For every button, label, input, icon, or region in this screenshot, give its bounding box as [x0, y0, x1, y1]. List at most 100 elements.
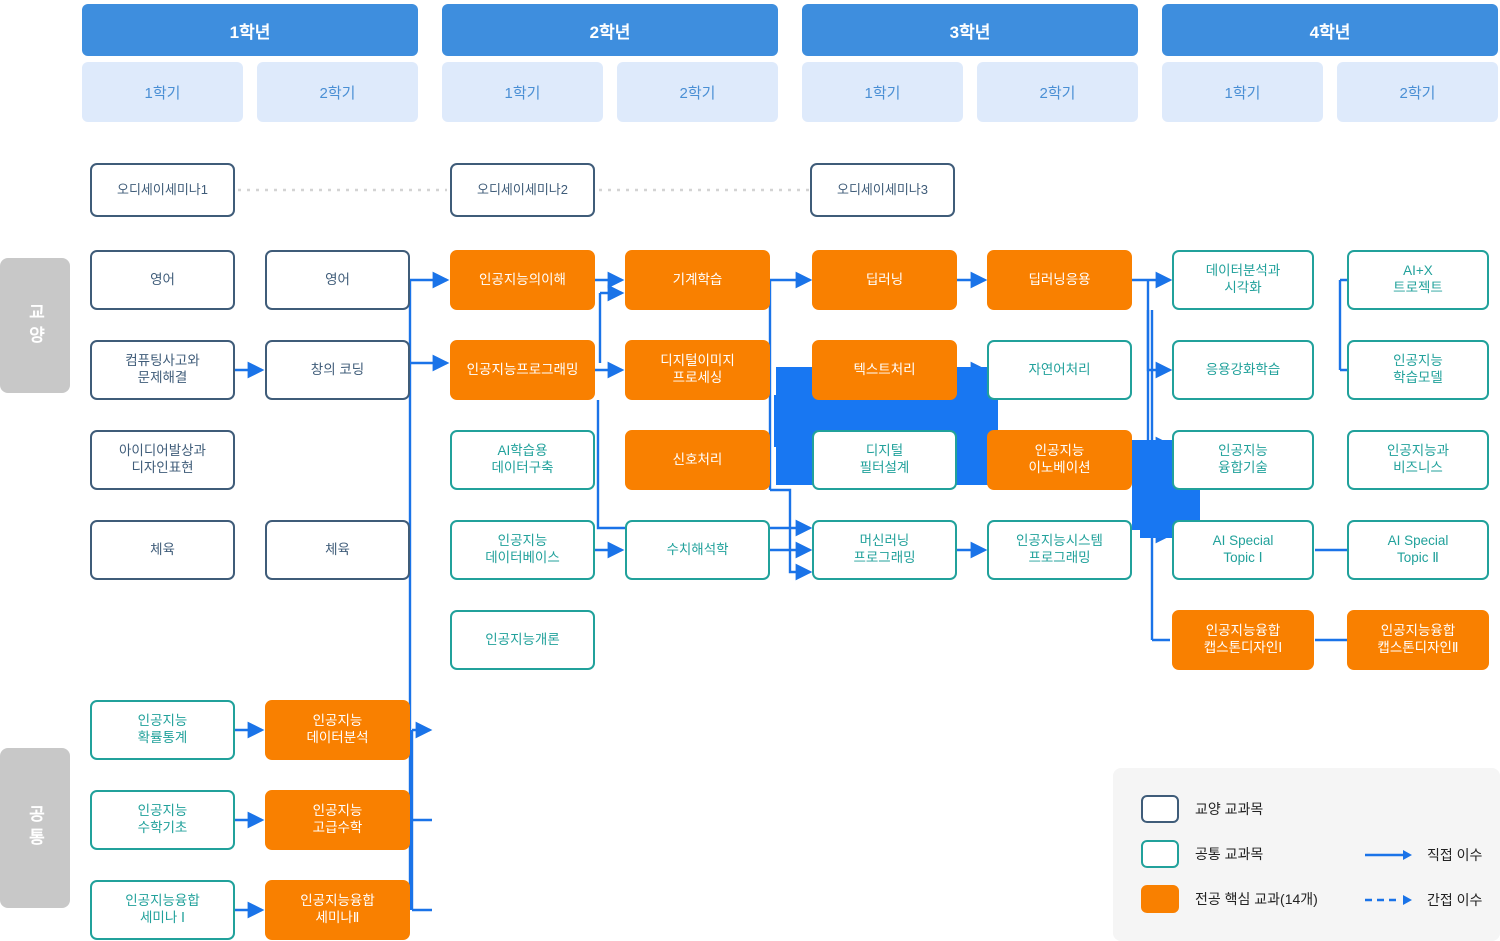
course-node-seminar-2[interactable]: 오디세이세미나2 [450, 163, 595, 217]
dashed-arrow-icon [1365, 895, 1412, 905]
course-node-n31[interactable]: 신호처리 [625, 430, 770, 490]
semester-label: 1학기 [504, 84, 541, 102]
legend-row-liberal: 교양 교과목 [1141, 795, 1263, 823]
course-node-n22[interactable]: 텍스트처리 [812, 340, 957, 400]
course-node-n06[interactable]: 체육 [90, 520, 235, 580]
legend-row-direct: 직접 이수 [1365, 845, 1482, 865]
course-label: 오디세이세미나1 [117, 181, 208, 197]
course-node-seminar-3[interactable]: 오디세이세미나3 [810, 163, 955, 217]
course-node-n01[interactable]: 영어 [90, 250, 235, 310]
course-node-n12[interactable]: 딥러닝 [812, 250, 957, 310]
semester-header-1-1: 1학기 [82, 62, 243, 122]
course-node-n10[interactable]: 인공지능의이해 [450, 250, 595, 310]
course-node-n07[interactable]: 체육 [265, 520, 410, 580]
year-header-label: 3학년 [949, 22, 991, 42]
course-node-n04[interactable]: 창의 코딩 [265, 340, 410, 400]
course-node-n24[interactable]: 응용강화학습 [1172, 340, 1314, 400]
course-node-n41[interactable]: 수치해석학 [625, 520, 770, 580]
legend-label: 공통 교과목 [1195, 846, 1264, 862]
year-header-1: 1학년 [82, 4, 418, 56]
semester-header-2-2: 2학기 [617, 62, 778, 122]
course-label: 인공지능의이해 [479, 271, 566, 287]
course-label: 수치해석학 [666, 541, 729, 557]
legend-swatch-major [1141, 885, 1179, 913]
sidebar-item-label: 교양 [25, 302, 45, 349]
sidebar-item-liberal: 교양 [0, 258, 70, 393]
semester-label: 2학기 [1039, 84, 1076, 102]
legend-panel: 교양 교과목 공통 교과목 전공 핵심 교과(14개) 직접 이수 간접 이수 [1113, 768, 1500, 941]
course-label: 오디세이세미나3 [837, 181, 928, 197]
semester-header-2-1: 1학기 [442, 62, 603, 122]
course-node-n13[interactable]: 딥러닝응용 [987, 250, 1132, 310]
semester-header-3-2: 2학기 [977, 62, 1138, 122]
legend-label: 간접 이수 [1427, 892, 1483, 908]
year-header-label: 2학년 [589, 22, 631, 42]
course-node-n50[interactable]: 인공지능개론 [450, 610, 595, 670]
legend-label: 교양 교과목 [1195, 801, 1264, 817]
course-label: 영어 [150, 271, 175, 287]
year-header-label: 1학년 [229, 22, 271, 42]
sidebar-item-label: 공통 [25, 805, 45, 851]
semester-label: 2학기 [679, 84, 716, 102]
semester-label: 2학기 [1399, 84, 1436, 102]
legend-swatch-common [1141, 840, 1179, 868]
course-node-n02[interactable]: 영어 [265, 250, 410, 310]
course-node-n11[interactable]: 기계학습 [625, 250, 770, 310]
legend-row-indirect: 간접 이수 [1365, 890, 1482, 910]
semester-header-3-1: 1학기 [802, 62, 963, 122]
course-node-seminar-1[interactable]: 오디세이세미나1 [90, 163, 235, 217]
course-node-n20[interactable]: 인공지능프로그래밍 [450, 340, 595, 400]
course-label: 인공지능개론 [485, 631, 560, 647]
course-label: 창의 코딩 [310, 361, 365, 377]
sidebar-item-common: 공통 [0, 748, 70, 908]
semester-header-4-2: 2학기 [1337, 62, 1498, 122]
course-node-n23[interactable]: 자연어처리 [987, 340, 1132, 400]
semester-label: 1학기 [144, 84, 181, 102]
course-label: 자연어처리 [1028, 361, 1091, 377]
year-header-4: 4학년 [1162, 4, 1498, 56]
course-label: 딥러닝 [865, 271, 904, 287]
year-header-3: 3학년 [802, 4, 1138, 56]
course-label: 신호처리 [672, 451, 723, 467]
